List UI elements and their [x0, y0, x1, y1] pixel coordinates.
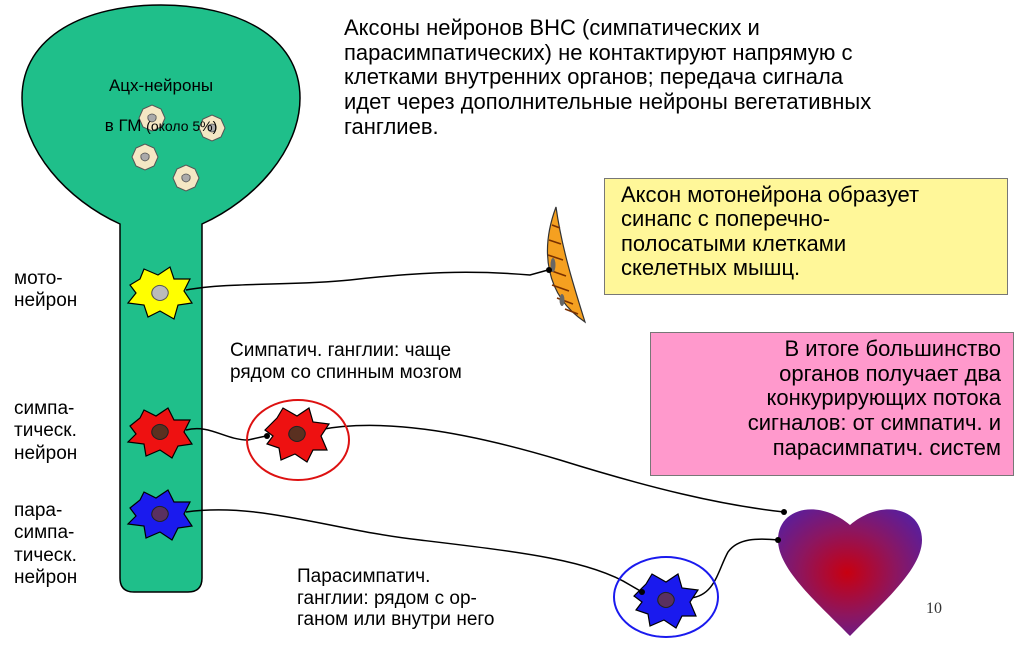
brain-label-line2: в ГМ (около 5%) — [70, 116, 252, 136]
sympathetic-neuron — [126, 407, 194, 459]
motor-neuron — [126, 266, 194, 320]
slide-number: 10 — [926, 600, 942, 617]
parasympathetic-neuron-label: пара- симпа- тическ. нейрон — [14, 500, 78, 589]
sympathetic-ganglia-text: Симпатич. ганглии: чаще рядом со спинным… — [230, 340, 462, 383]
brain-label-line1: Ацх-нейроны — [108, 76, 214, 96]
parasympathetic-ganglia-text: Парасимпатич. ганглии: рядом с ор- ганом… — [297, 566, 495, 631]
brain-neuron — [198, 114, 226, 142]
synapse-terminal — [781, 509, 787, 515]
skeletal-muscle-fiber — [546, 206, 587, 324]
sympathetic-neuron-label: симпа- тическ. нейрон — [14, 398, 78, 464]
brain-neuron — [172, 164, 200, 192]
brain-neuron — [138, 104, 166, 132]
motor-axon-box-text: Аксон мотонейрона образует синапс с попе… — [621, 182, 920, 281]
brain-label-line2-prefix: в ГМ — [104, 116, 147, 136]
parasympathetic-postganglionic-axon — [689, 538, 779, 599]
sympathetic-ganglion-ring — [246, 399, 350, 481]
motor-axon — [185, 269, 549, 291]
parasympathetic-preganglionic-axon — [185, 509, 643, 593]
parasympathetic-ganglion-neuron — [633, 573, 700, 629]
brain-neuron — [131, 143, 159, 171]
synapse-terminal — [264, 433, 270, 439]
sympathetic-ganglion-neuron — [264, 407, 331, 463]
sympathetic-postganglionic-axon — [317, 424, 785, 513]
summary-box-text: В итоге большинство органов получает два… — [747, 336, 1001, 460]
heart-organ — [778, 509, 922, 636]
intro-text: Аксоны нейронов ВНС (симпатических и пар… — [344, 15, 872, 139]
parasympathetic-ganglion-ring — [613, 556, 719, 638]
motor-neuron-label: мото- нейрон — [14, 268, 78, 312]
synapse-terminal — [775, 537, 781, 543]
synapse-terminal — [639, 589, 645, 595]
motor-axon-box: Аксон мотонейрона образует синапс с попе… — [604, 178, 1008, 295]
synapse-terminal — [546, 267, 552, 273]
summary-box: В итоге большинство органов получает два… — [650, 332, 1014, 476]
parasympathetic-neuron — [126, 489, 194, 541]
brain-label: Ацх-нейроны в ГМ (около 5%) — [70, 56, 252, 156]
brain-label-note: (около 5%) — [146, 118, 218, 135]
